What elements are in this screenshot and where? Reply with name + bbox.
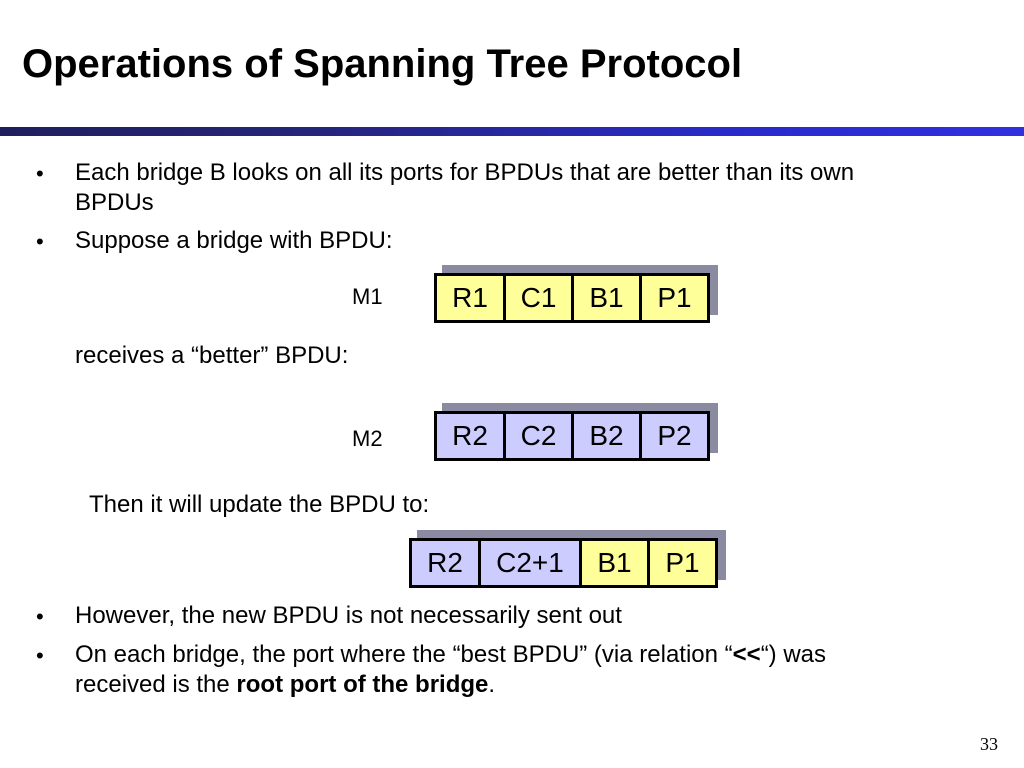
bpdu-updated-port-field: P1 — [647, 538, 718, 588]
title-underline — [0, 127, 1024, 136]
bpdu-updated: R2 C2+1 B1 P1 — [409, 538, 718, 588]
bpdu-m2-root-field: R2 — [434, 411, 506, 461]
bpdu-m2: R2 C2 B2 P2 — [434, 411, 710, 461]
bpdu-m2-bridge-field: B2 — [571, 411, 642, 461]
bpdu-m1-root-field: R1 — [434, 273, 506, 323]
bpdu-updated-cost-field: C2+1 — [478, 538, 582, 588]
receives-text: receives a “better” BPDU: — [75, 342, 349, 369]
bullet-2: Suppose a bridge with BPDU: — [75, 227, 393, 254]
bullet-dot: • — [36, 643, 44, 668]
bullet-4-line-2-start: received is the — [75, 671, 237, 698]
bpdu-m2-label: M2 — [352, 426, 383, 451]
bullet-4-line-2-end: . — [488, 671, 496, 698]
bpdu-updated-root-field: R2 — [409, 538, 481, 588]
bpdu-m1-port-field: P1 — [639, 273, 710, 323]
bullet-dot: • — [36, 604, 44, 629]
update-text: Then it will update the BPDU to: — [89, 491, 430, 518]
bullet-3: However, the new BPDU is not necessarily… — [75, 602, 622, 629]
bpdu-m1-bridge-field: B1 — [571, 273, 642, 323]
relation-symbol: << — [732, 641, 761, 668]
bpdu-m2-port-field: P2 — [639, 411, 710, 461]
bullet-4-line-1-end: “) was — [760, 641, 827, 668]
bullet-dot: • — [36, 229, 44, 254]
root-port-term: root port of the bridge — [236, 671, 489, 698]
slide-title: Operations of Spanning Tree Protocol — [22, 42, 743, 86]
bullet-4-line-1-start: On each bridge, the port where the “best… — [75, 641, 733, 668]
page-number: 33 — [980, 734, 998, 754]
bullet-4-line-1: On each bridge, the port where the “best… — [75, 640, 826, 670]
bullet-1-line-2: BPDUs — [75, 189, 154, 216]
bpdu-m1: R1 C1 B1 P1 — [434, 273, 710, 323]
bullet-1-line-1: Each bridge B looks on all its ports for… — [75, 159, 855, 186]
bpdu-m1-label: M1 — [352, 284, 383, 309]
bullet-dot: • — [36, 161, 44, 186]
bpdu-m1-cost-field: C1 — [503, 273, 574, 323]
bpdu-updated-bridge-field: B1 — [579, 538, 650, 588]
bullet-4-line-2: received is the root port of the bridge. — [75, 670, 495, 700]
bpdu-m2-cost-field: C2 — [503, 411, 574, 461]
